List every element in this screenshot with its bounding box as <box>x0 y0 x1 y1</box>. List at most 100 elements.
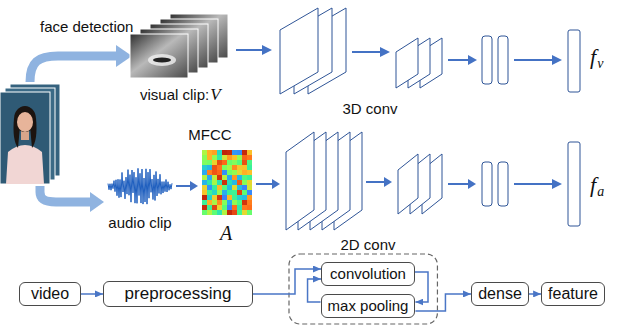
flow-arrow <box>352 51 381 53</box>
mfcc-cell <box>242 185 247 190</box>
mfcc-cell <box>217 155 222 160</box>
mfcc-cell <box>237 205 242 210</box>
conv3d-layers <box>396 38 418 88</box>
audio-waveform <box>108 168 172 204</box>
conv2d-layers <box>286 132 580 230</box>
mfcc-cell <box>212 165 217 170</box>
audio-waveform <box>108 168 172 204</box>
mfcc-cell <box>202 185 207 190</box>
mfcc-cell <box>237 160 242 165</box>
mfcc-cell <box>237 210 242 215</box>
mfcc-cell <box>217 160 222 165</box>
mfcc-cell <box>212 210 217 215</box>
mfcc-cell <box>247 160 252 165</box>
box-text: convolution <box>330 265 406 282</box>
mfcc-cell <box>212 160 217 165</box>
mfcc-cell <box>212 175 217 180</box>
mfcc-cell <box>222 205 227 210</box>
mfcc-cell <box>202 150 207 155</box>
video-frames <box>0 84 60 184</box>
feature-symbol: f <box>590 44 596 69</box>
flow-arrow <box>514 183 553 185</box>
mfcc-cell <box>217 150 222 155</box>
branch-arrow <box>90 192 104 212</box>
mfcc-cell <box>207 165 212 170</box>
mfcc-cell <box>222 175 227 180</box>
step-label: face detection <box>40 18 133 35</box>
mfcc-cell <box>222 195 227 200</box>
feature-subscript: v <box>597 56 603 72</box>
mfcc-cell <box>247 210 252 215</box>
flow-arrow <box>468 179 476 189</box>
process-box: feature <box>541 282 605 306</box>
mfcc-cell <box>247 175 252 180</box>
branch-arrow <box>40 186 92 202</box>
mfcc-cell <box>227 170 232 175</box>
box-text: dense <box>478 285 522 303</box>
mfcc-cell <box>242 155 247 160</box>
conv2d-layers <box>498 162 508 206</box>
mfcc-cell <box>237 185 242 190</box>
variable-symbol: V <box>210 85 220 105</box>
mfcc-cell <box>237 175 242 180</box>
mfcc-cell <box>237 180 242 185</box>
layer-label: 2D conv <box>340 236 395 253</box>
flow-arrow <box>468 55 477 65</box>
mfcc-cell <box>247 170 252 175</box>
mfcc-cell <box>242 200 247 205</box>
flow-arrow <box>448 183 469 185</box>
video-frames <box>6 145 44 184</box>
mfcc-cell <box>232 170 237 175</box>
flow-arrow <box>514 59 553 61</box>
mfcc-cell <box>227 175 232 180</box>
mfcc-cell <box>247 150 252 155</box>
flow-arrow <box>253 269 321 294</box>
mfcc-cell <box>207 170 212 175</box>
mfcc-cell <box>227 180 232 185</box>
flow-arrow <box>308 279 321 302</box>
mfcc-cell <box>207 180 212 185</box>
mfcc-cell <box>227 205 232 210</box>
mfcc-cell <box>222 150 227 155</box>
mfcc-cell <box>237 195 242 200</box>
mfcc-cell <box>242 165 247 170</box>
mfcc-cell <box>232 150 237 155</box>
mfcc-cell <box>207 190 212 195</box>
conv3d-layers <box>280 8 318 94</box>
mfcc-cell <box>222 165 227 170</box>
mfcc-cell <box>227 165 232 170</box>
mfcc-cell <box>207 200 212 205</box>
mfcc-cell <box>227 160 232 165</box>
flow-arrow <box>380 47 390 57</box>
process-box: preprocessing <box>103 281 253 307</box>
mfcc-cell <box>232 185 237 190</box>
process-box: max pooling <box>321 294 416 318</box>
conv2d-layers <box>286 132 314 230</box>
mfcc-cell <box>237 165 242 170</box>
mfcc-cell <box>217 185 222 190</box>
flow-arrow <box>272 179 280 189</box>
mfcc-cell <box>217 210 222 215</box>
video-frames <box>0 92 50 184</box>
mfcc-cell <box>222 185 227 190</box>
mfcc-cell <box>217 165 222 170</box>
flow-arrow <box>415 294 471 311</box>
mfcc-cell <box>227 185 232 190</box>
mfcc-cell <box>202 210 207 215</box>
mfcc-cell <box>247 165 252 170</box>
mfcc-cell <box>217 170 222 175</box>
mfcc-cell <box>232 190 237 195</box>
mfcc-cell <box>202 205 207 210</box>
flow-arrow <box>176 185 191 187</box>
mfcc-cell <box>247 155 252 160</box>
visual-clip <box>130 34 188 78</box>
flow-arrow <box>256 183 273 185</box>
mfcc-cell <box>242 205 247 210</box>
mfcc-cell <box>212 190 217 195</box>
mfcc-cell <box>207 155 212 160</box>
mfcc-cell <box>247 185 252 190</box>
visual-clip <box>130 14 228 78</box>
mfcc-cell <box>222 170 227 175</box>
flow-arrow <box>448 59 469 61</box>
